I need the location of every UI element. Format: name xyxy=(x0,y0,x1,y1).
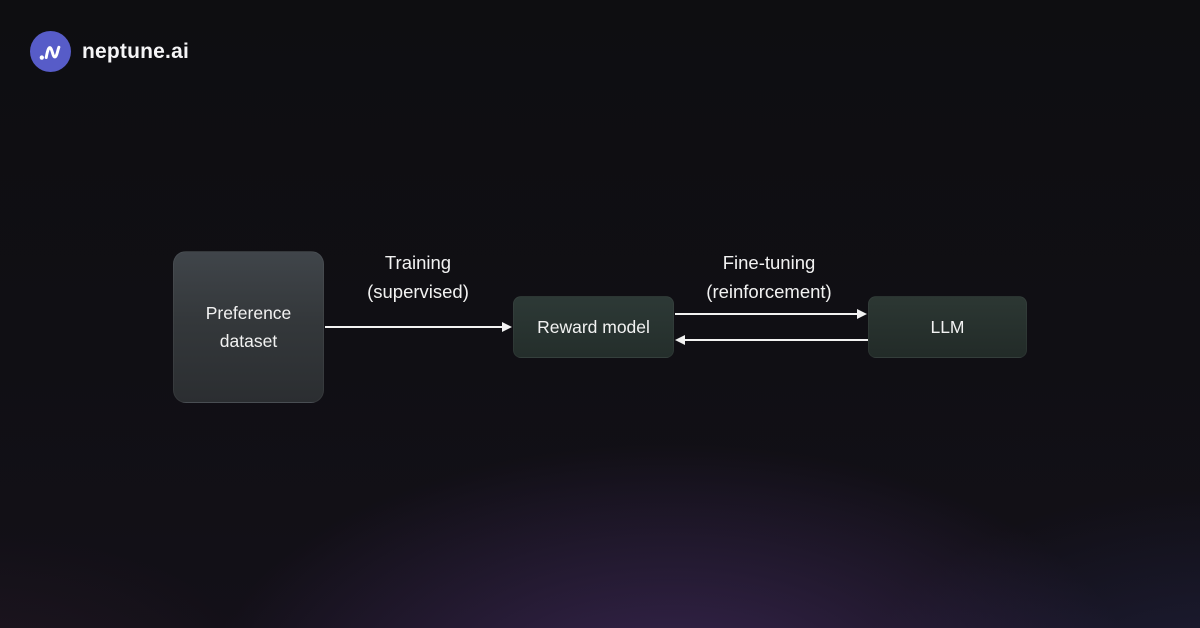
edge-label-finetuning-line1: Fine-tuning xyxy=(722,252,816,273)
edge-label-finetuning: Fine-tuning (reinforcement) xyxy=(664,249,874,306)
node-preference-dataset: Preference dataset xyxy=(173,251,324,403)
neptune-waveform-icon xyxy=(30,31,71,72)
brand-logo: neptune.ai xyxy=(30,31,189,72)
node-reward-model: Reward model xyxy=(513,296,674,358)
node-reward-model-label: Reward model xyxy=(537,316,650,337)
node-llm-label: LLM xyxy=(930,316,965,337)
edge-label-training-line2: (supervised) xyxy=(367,280,469,302)
node-preference-dataset-label: Preference dataset xyxy=(205,303,292,351)
edge-label-training: Training (supervised) xyxy=(328,249,508,306)
edge-label-finetuning-line2: (reinforcement) xyxy=(706,280,832,302)
node-llm: LLM xyxy=(868,296,1027,358)
edge-label-training-line1: Training xyxy=(384,252,452,273)
brand-name: neptune.ai xyxy=(82,39,190,63)
